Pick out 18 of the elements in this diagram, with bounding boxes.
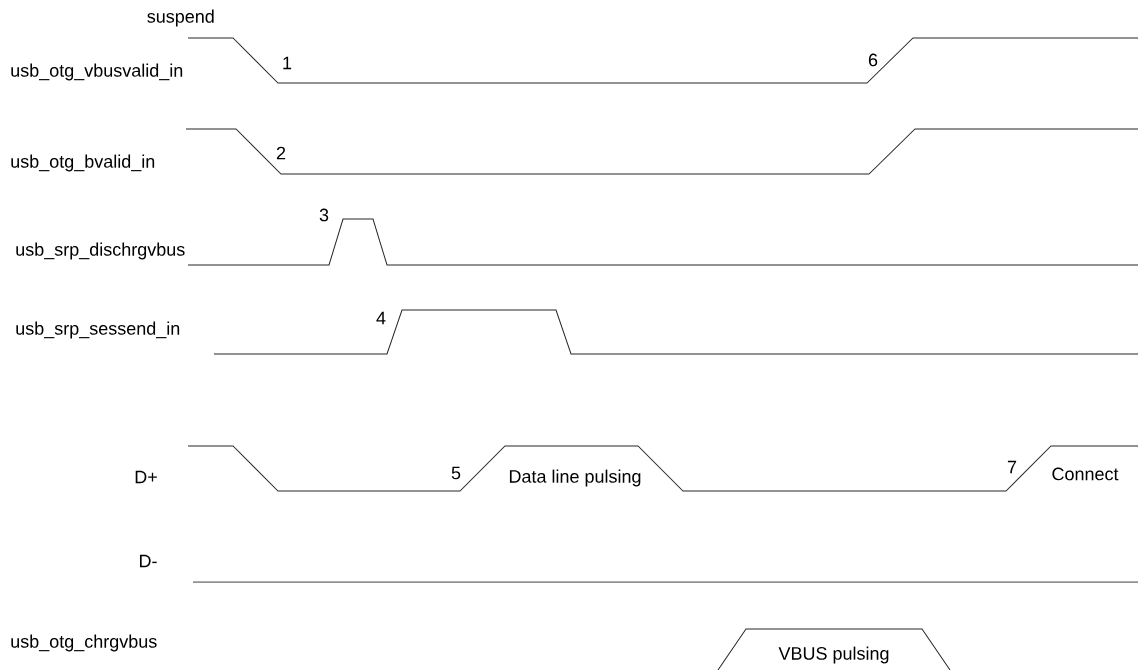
annotation-text: Data line pulsing <box>509 469 641 487</box>
signal-name: D+ <box>135 470 157 484</box>
signal-name: suspend <box>147 9 214 27</box>
event-number: 5 <box>451 466 461 480</box>
annotation-text: VBUS pulsing <box>778 646 889 664</box>
signal-name: usb_otg_chrgvbus <box>11 634 157 652</box>
event-number: 1 <box>283 56 292 70</box>
event-number: 4 <box>376 311 386 325</box>
event-number: 6 <box>868 53 878 67</box>
signal-name: usb_otg_bvalid_in <box>11 154 155 172</box>
event-number: 2 <box>276 146 286 160</box>
signal-name: usb_otg_vbusvalid_in <box>11 63 183 81</box>
signal-name: usb_srp_sessend_in <box>16 321 180 339</box>
event-number: 3 <box>319 208 329 222</box>
event-number: 7 <box>1007 460 1017 474</box>
signal-name: usb_srp_dischrgvbus <box>16 242 185 260</box>
annotation-text: Connect <box>1052 467 1119 481</box>
signal-name: D- <box>140 554 157 568</box>
